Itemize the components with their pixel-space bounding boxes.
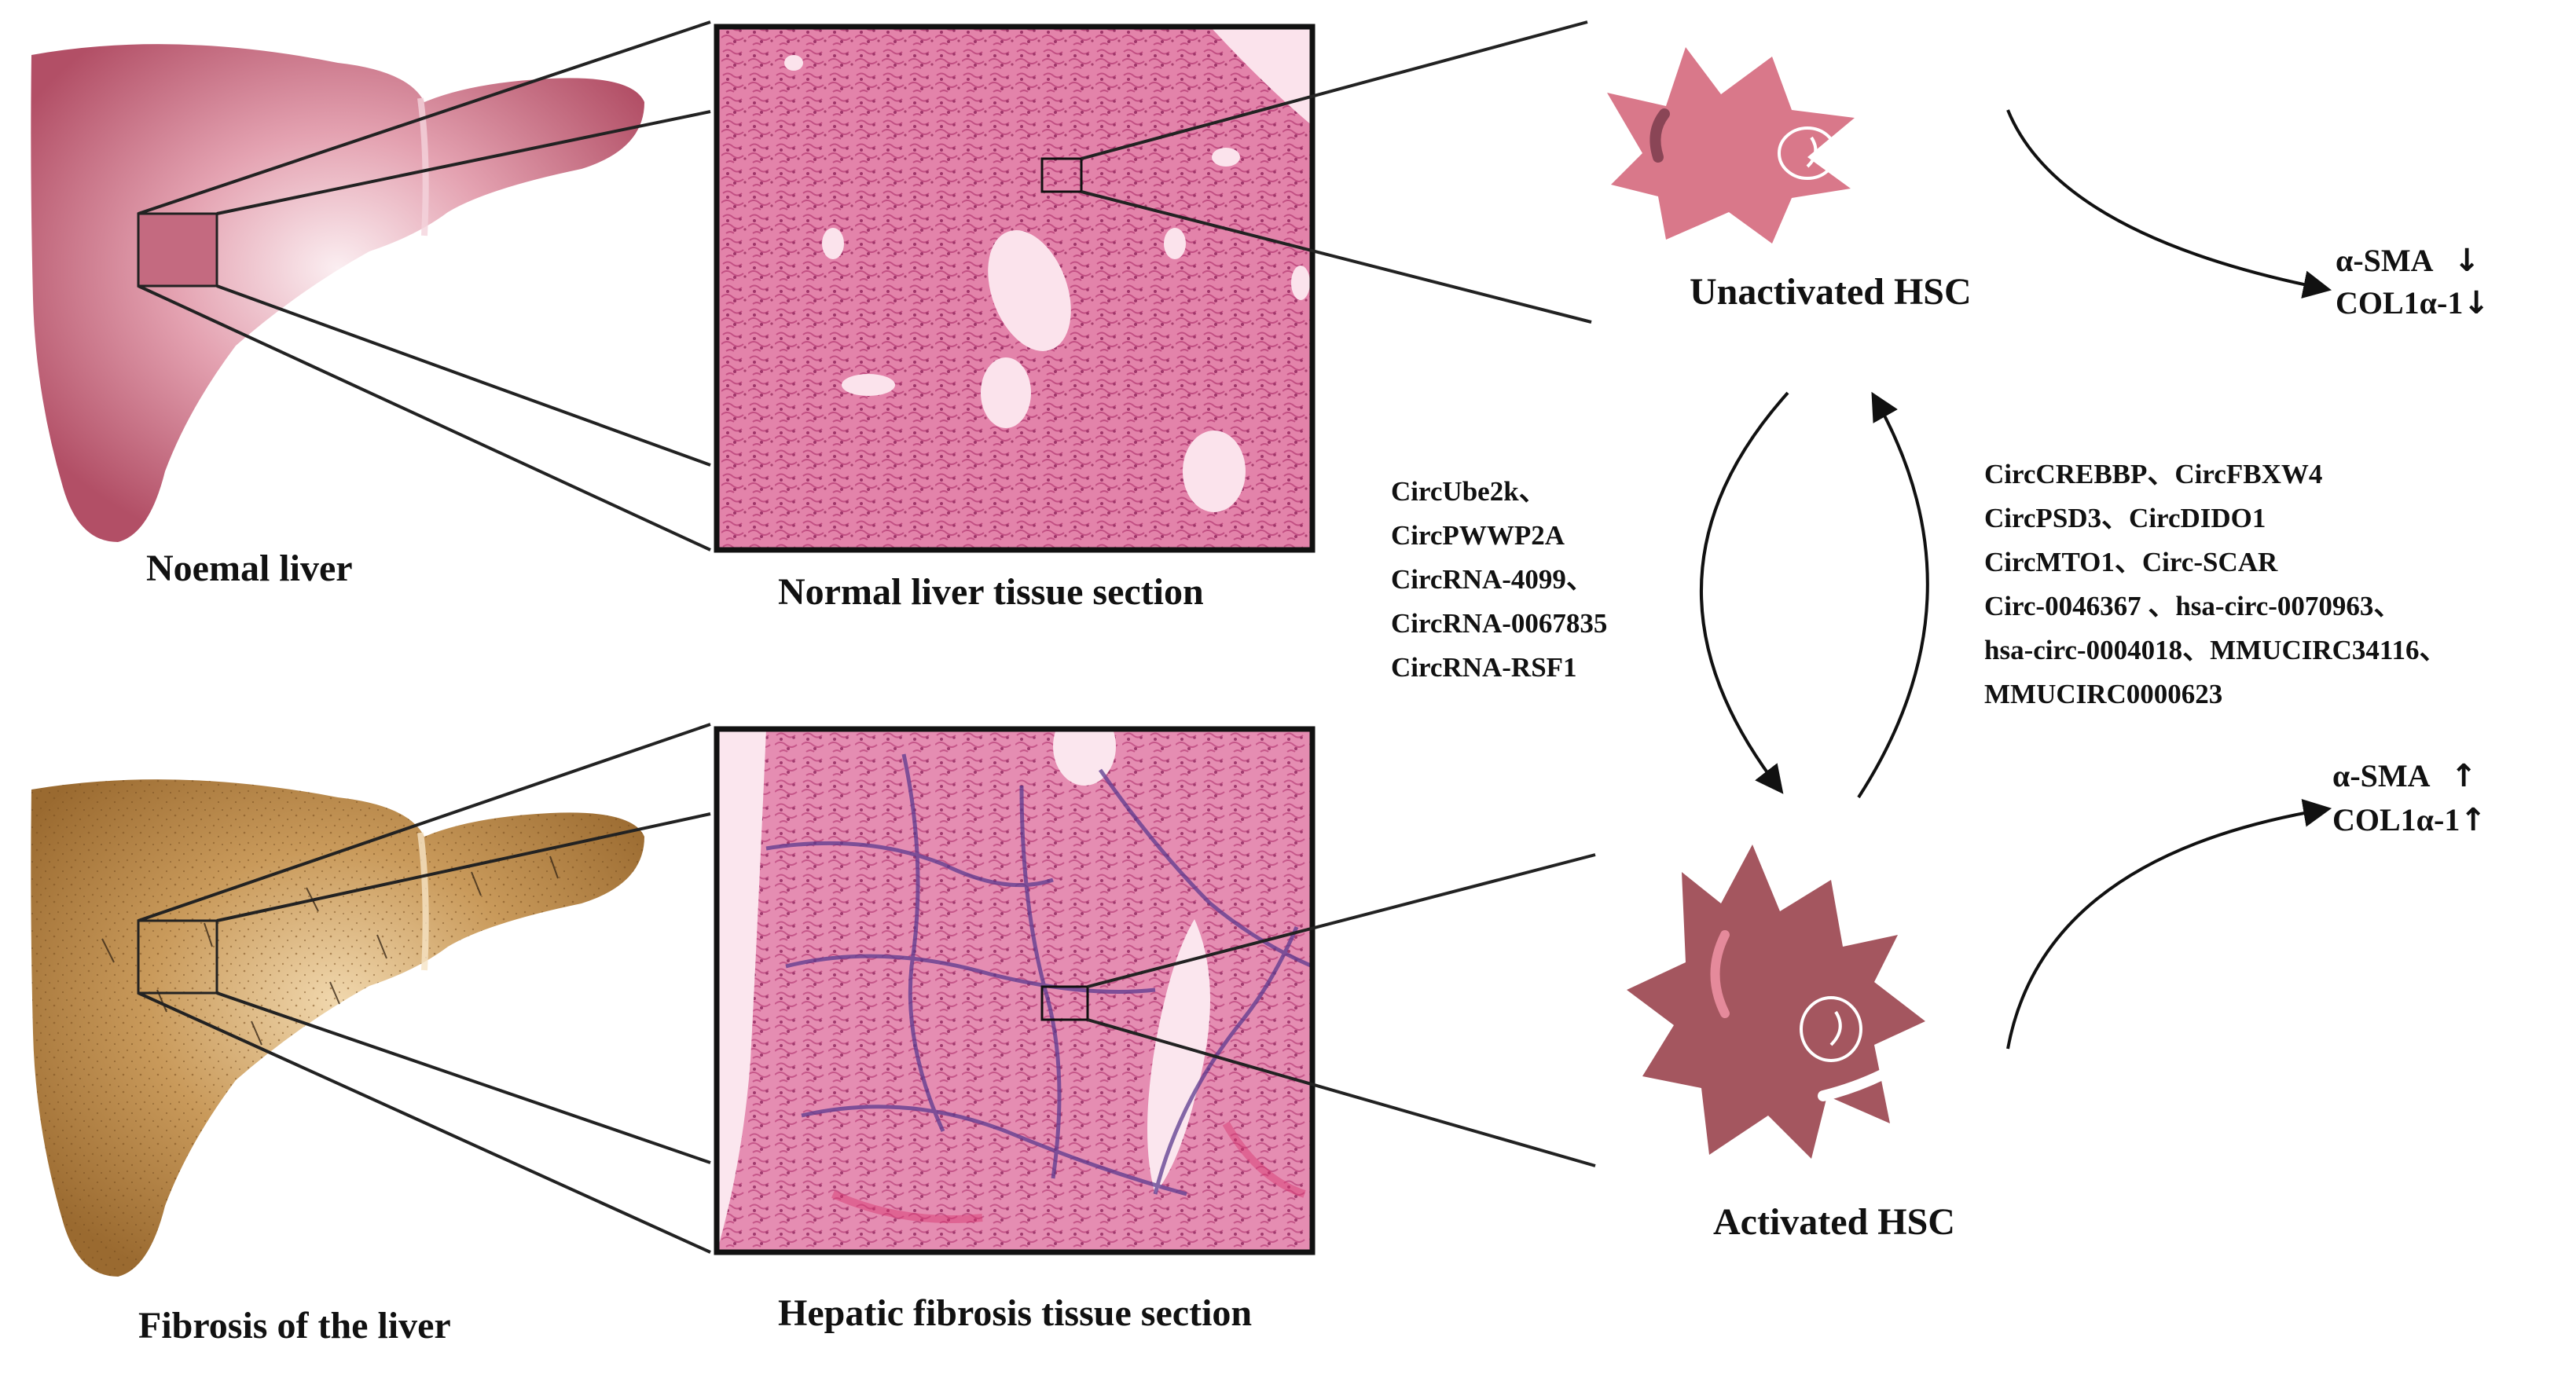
activated-hsc-cell [1627, 845, 1925, 1159]
circrna-promote-list: CircCREBBP、CircFBXW4 CircPSD3、CircDIDO1 … [1984, 453, 2446, 716]
marker-down-col: COL1α-1↓ [2336, 284, 2490, 321]
normal-section-label: Normal liver tissue section [778, 571, 1204, 613]
marker-up-sma-text: α-SMA [2332, 758, 2429, 793]
normal-tissue-section [714, 24, 1316, 553]
fibrotic-liver-illustration [31, 779, 645, 1277]
circrna-item: CircCREBBP、CircFBXW4 [1984, 459, 2323, 489]
fibrosis-section-label: Hepatic fibrosis tissue section [778, 1292, 1253, 1334]
marker-down-sma: α-SMA ↓ [2336, 242, 2480, 279]
unactivated-hsc-label: Unactivated HSC [1690, 271, 1972, 313]
unactivated-marker-arrow [2006, 109, 2332, 299]
circrna-item: CircUbe2k、 [1391, 476, 1547, 507]
marker-up-sma: α-SMA ↑ [2332, 757, 2477, 794]
circrna-item: MMUCIRC0000623 [1984, 679, 2223, 709]
circrna-item: Circ-0046367 、hsa-circ-0070963、 [1984, 591, 2402, 621]
zoom-lines-cells [1081, 20, 1596, 1167]
circrna-inhibit-list: CircUbe2k、 CircPWWP2A CircRNA-4099、 Circ… [1391, 470, 1607, 690]
marker-up-col: COL1α-1↑ [2332, 801, 2486, 838]
up-arrow-icon: ↑ [2460, 802, 2486, 838]
down-arrow-icon: ↓ [2463, 285, 2490, 321]
down-arrow-icon: ↓ [2453, 243, 2480, 279]
fibrotic-tissue-section [714, 726, 1316, 1255]
circrna-item: CircRNA-RSF1 [1391, 652, 1577, 683]
normal-liver-label: Noemal liver [146, 548, 353, 589]
activation-arrow [1857, 391, 1929, 799]
process-arrows [1699, 109, 2332, 1050]
circrna-item: CircPWWP2A [1391, 520, 1565, 551]
deactivation-arrow [1699, 391, 1789, 794]
marker-down-col-text: COL1α-1 [2336, 285, 2464, 321]
zoom-lines-liver [138, 20, 711, 1254]
marker-up-col-text: COL1α-1 [2332, 802, 2460, 837]
circrna-item: CircPSD3、CircDIDO1 [1984, 503, 2266, 533]
circrna-item: hsa-circ-0004018、MMUCIRC34116、 [1984, 635, 2447, 665]
unactivated-hsc-cell [1607, 47, 1868, 244]
fibrosis-liver-label: Fibrosis of the liver [138, 1305, 451, 1347]
activated-hsc-label: Activated HSC [1713, 1201, 1955, 1243]
normal-liver-illustration [31, 44, 645, 542]
circrna-item: CircRNA-4099、 [1391, 564, 1594, 595]
circrna-item: CircMTO1、Circ-SCAR [1984, 547, 2278, 577]
activated-marker-arrow [2006, 798, 2332, 1050]
marker-down-sma-text: α-SMA [2336, 243, 2432, 278]
circrna-item: CircRNA-0067835 [1391, 608, 1608, 639]
up-arrow-icon: ↑ [2450, 758, 2477, 794]
